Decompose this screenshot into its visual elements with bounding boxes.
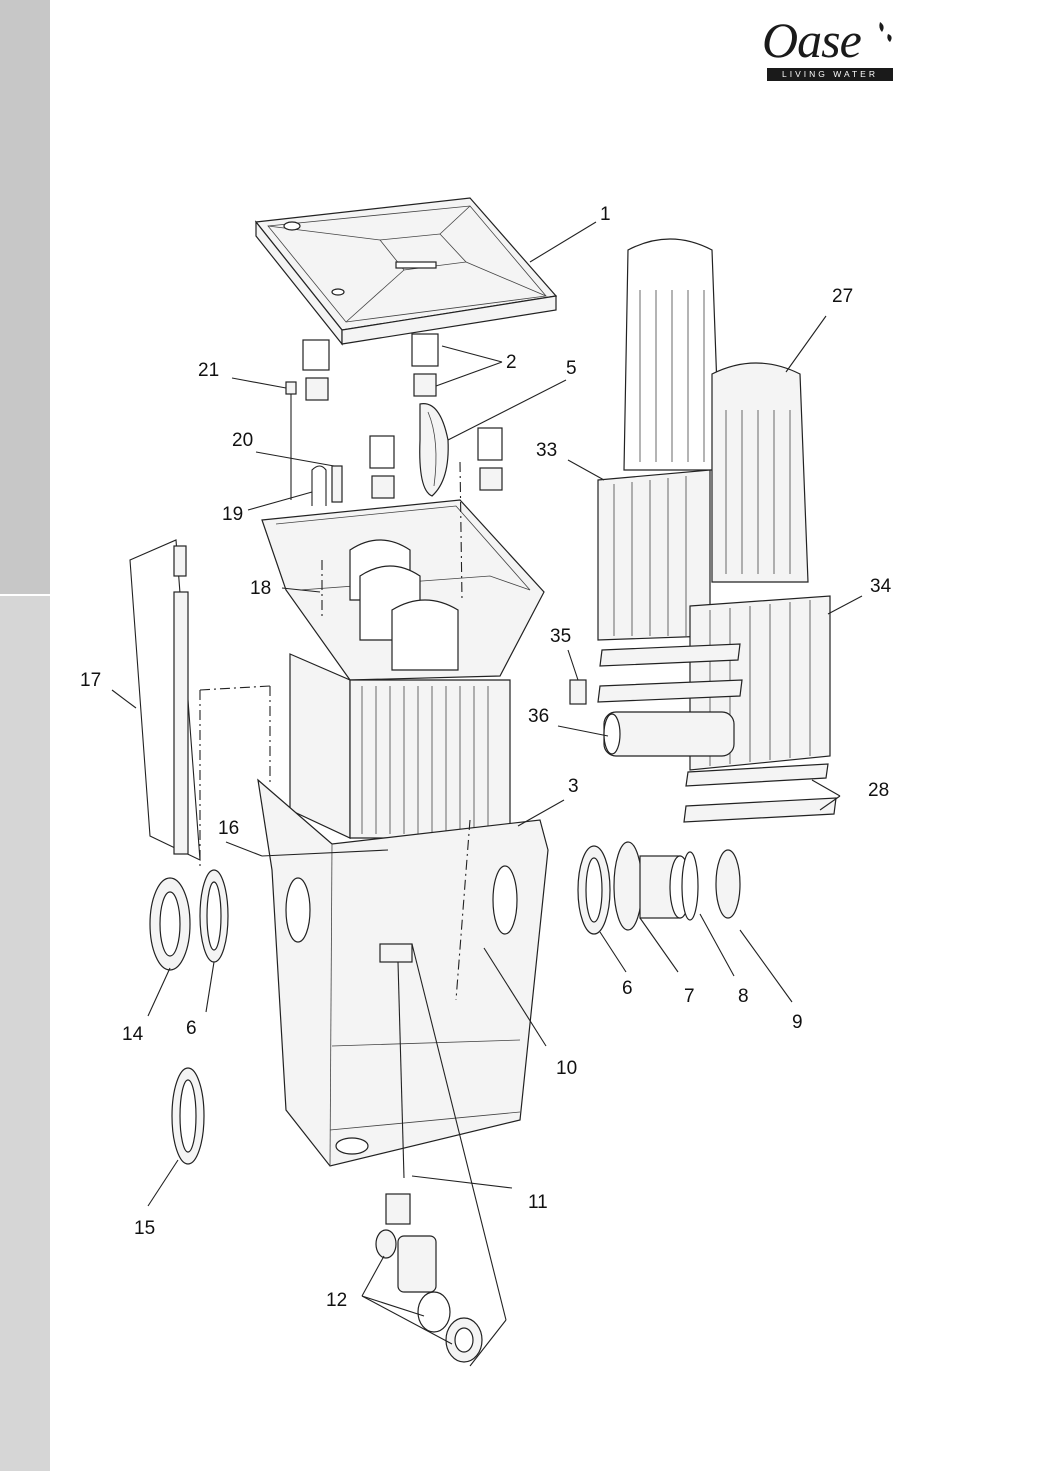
callout-2: 2 xyxy=(506,352,517,373)
brand-wordmark: Oase xyxy=(762,12,862,68)
assembly-guide-lines xyxy=(199,461,471,1001)
callout-20: 20 xyxy=(232,430,253,451)
brand-tagline: LIVING WATER xyxy=(767,68,893,81)
callout-9: 9 xyxy=(792,1012,803,1033)
side-tab-active xyxy=(0,0,50,594)
part-filter-brushes xyxy=(623,238,809,583)
part-hose xyxy=(129,539,201,861)
callout-27: 27 xyxy=(832,286,853,307)
part-housing xyxy=(257,778,549,1167)
brand-logo: Oase LIVING WATER xyxy=(752,10,900,82)
part-sponge-panels xyxy=(597,469,831,771)
callout-10: 10 xyxy=(556,1058,577,1079)
callout-3: 3 xyxy=(568,776,579,797)
callout-14: 14 xyxy=(122,1024,144,1045)
callout-36: 36 xyxy=(528,706,549,727)
part-upper-basket xyxy=(261,499,545,681)
callout-7: 7 xyxy=(684,986,695,1007)
callout-33: 33 xyxy=(536,440,557,461)
part-lid xyxy=(254,197,558,346)
leader-lines xyxy=(111,221,863,1367)
part-drain-assembly xyxy=(375,943,483,1363)
callout-8: 8 xyxy=(738,986,749,1007)
callout-28: 28 xyxy=(868,780,889,801)
callout-15: 15 xyxy=(134,1218,155,1239)
callout-34: 34 xyxy=(870,576,892,597)
water-drops-icon xyxy=(879,22,892,42)
part-right-fittings xyxy=(577,841,741,935)
callout-12: 12 xyxy=(326,1290,347,1311)
side-tab-divider xyxy=(0,594,50,596)
callout-21: 21 xyxy=(198,360,219,381)
part-rod-assembly xyxy=(285,381,343,506)
part-left-fittings xyxy=(149,869,229,1165)
side-tab-bar xyxy=(0,0,50,1471)
part-filter-foam xyxy=(289,653,511,839)
callout-1: 1 xyxy=(600,204,611,225)
part-small-components xyxy=(569,643,837,823)
part-clips xyxy=(302,333,503,499)
callout-16: 16 xyxy=(218,818,239,839)
callout-19: 19 xyxy=(222,504,243,525)
callout-17: 17 xyxy=(80,670,101,691)
callout-6-left: 6 xyxy=(186,1018,197,1039)
callout-5: 5 xyxy=(566,358,577,379)
callout-35: 35 xyxy=(550,626,571,647)
callout-labels: 1 2 3 5 6 6 7 8 9 10 11 12 14 15 16 17 1… xyxy=(80,204,892,1311)
part-handle xyxy=(419,403,449,497)
callout-11: 11 xyxy=(528,1192,548,1213)
callout-18: 18 xyxy=(250,578,271,599)
callout-6-right: 6 xyxy=(622,978,633,999)
